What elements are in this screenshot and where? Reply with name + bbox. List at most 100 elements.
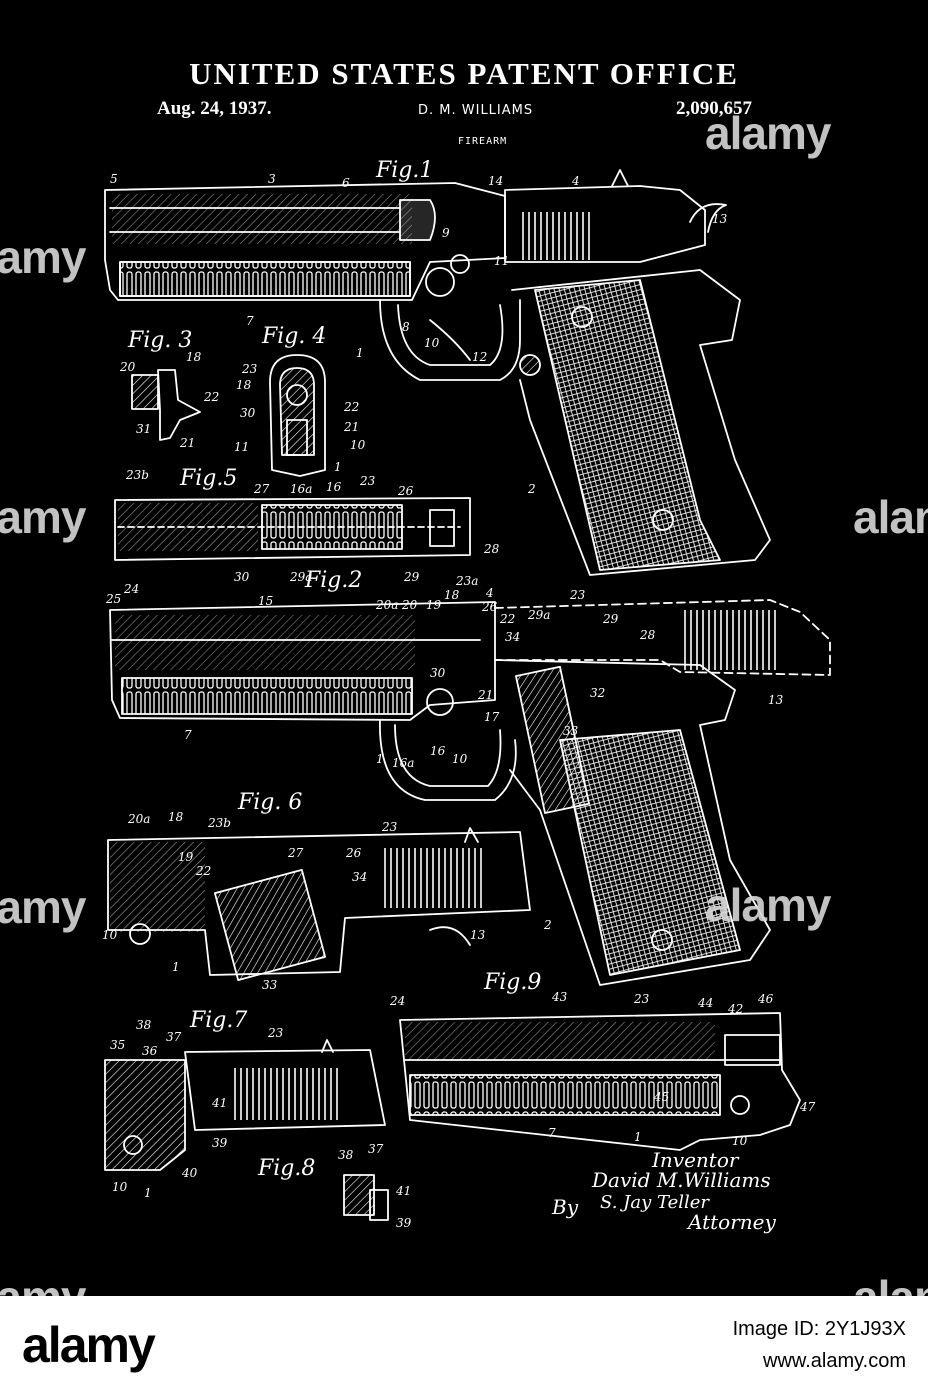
reference-numeral: 18 [168,810,183,824]
reference-numeral: 41 [396,1184,411,1198]
reference-numeral: 22 [344,400,359,414]
reference-numeral: 46 [758,992,773,1006]
reference-numeral: 20 [402,598,417,612]
reference-numeral: 1 [376,752,384,766]
reference-numeral: 21 [478,688,493,702]
reference-numeral: 30 [430,666,445,680]
patent-date: Aug. 24, 1937. [157,98,272,120]
reference-numeral: 26 [398,484,413,498]
reference-numeral: 21 [180,436,195,450]
reference-numeral: 36 [142,1044,157,1058]
site-url: www.alamy.com [763,1350,906,1373]
reference-numeral: 47 [800,1100,815,1114]
watermark: alamy [0,880,85,934]
reference-numeral: 13 [768,693,783,707]
fig6-part [108,828,530,980]
reference-numeral: 3 [268,172,276,186]
reference-numeral: 33 [262,978,277,992]
watermark: alamy [705,106,830,160]
watermark: alamy [0,490,85,544]
fig2-label: Fig.2 [305,568,362,593]
attorney-caption: Attorney [688,1210,776,1234]
reference-numeral: 21 [344,420,359,434]
reference-numeral: 34 [352,870,367,884]
reference-numeral: 20a [376,598,398,612]
reference-numeral: 29a [528,608,550,622]
reference-numeral: 29a [290,570,312,584]
watermark: alamy [853,1270,928,1296]
reference-numeral: 23 [570,588,585,602]
watermark: alamy [853,490,928,544]
reference-numeral: 4 [486,586,494,600]
reference-numeral: 17 [484,710,499,724]
reference-numeral: 22 [500,612,515,626]
reference-numeral: 45 [654,1090,669,1104]
inventor-signature: David M.Williams [592,1168,771,1192]
reference-numeral: 13 [470,928,485,942]
fig8-part [344,1175,388,1220]
reference-numeral: 11 [494,254,509,268]
reference-numeral: 23b [126,468,149,482]
reference-numeral: 30 [240,406,255,420]
reference-numeral: 32 [590,686,605,700]
reference-numeral: 34 [505,630,520,644]
reference-numeral: 1 [634,1130,642,1144]
reference-numeral: 20a [128,812,150,826]
patent-drawing [0,0,928,1296]
reference-numeral: 9 [442,226,450,240]
reference-numeral: 6 [342,176,350,190]
reference-numeral: 18 [444,588,459,602]
watermark: alamy [705,878,830,932]
reference-numeral: 1 [144,1186,152,1200]
reference-numeral: 7 [548,1126,556,1140]
stock-footer: alamy Image ID: 2Y1J93X www.alamy.com [0,1296,928,1390]
reference-numeral: 2 [528,482,536,496]
reference-numeral: 22 [204,390,219,404]
reference-numeral: 18 [236,378,251,392]
alamy-logo: alamy [22,1316,154,1374]
reference-numeral: 31 [136,422,151,436]
reference-numeral: 16 [430,744,445,758]
reference-numeral: 15 [258,594,273,608]
reference-numeral: 30 [234,570,249,584]
reference-numeral: 40 [182,1166,197,1180]
reference-numeral: 29 [603,612,618,626]
reference-numeral: 7 [246,314,254,328]
reference-numeral: 19 [426,598,441,612]
reference-numeral: 13 [712,212,727,226]
reference-numeral: 1 [334,460,342,474]
reference-numeral: 42 [728,1002,743,1016]
reference-numeral: 38 [338,1148,353,1162]
reference-numeral: 24 [390,994,405,1008]
reference-numeral: 10 [350,438,365,452]
fig7-label: Fig.7 [190,1008,247,1033]
reference-numeral: 23a [456,574,478,588]
reference-numeral: 2 [544,918,552,932]
fig9-part [400,1013,800,1150]
fig8-label: Fig.8 [258,1156,315,1181]
reference-numeral: 22 [196,864,211,878]
reference-numeral: 33 [563,724,578,738]
reference-numeral: 12 [472,350,487,364]
reference-numeral: 11 [234,440,249,454]
reference-numeral: 18 [186,350,201,364]
reference-numeral: 39 [396,1216,411,1230]
watermark: alamy [0,230,85,284]
fig4-label: Fig. 4 [262,324,326,349]
fig9-label: Fig.9 [484,970,541,995]
reference-numeral: 10 [112,1180,127,1194]
reference-numeral: 16 [326,480,341,494]
reference-numeral: 27 [288,846,303,860]
reference-numeral: 23 [360,474,375,488]
patent-office-title: UNITED STATES PATENT OFFICE [0,56,928,92]
reference-numeral: 28 [484,542,499,556]
reference-numeral: 8 [402,320,410,334]
fig6-label: Fig. 6 [238,790,302,815]
reference-numeral: 10 [424,336,439,350]
reference-numeral: 43 [552,990,567,1004]
reference-numeral: 28 [640,628,655,642]
reference-numeral: 44 [698,996,713,1010]
reference-numeral: 27 [254,482,269,496]
reference-numeral: 1 [356,346,364,360]
image-id: Image ID: 2Y1J93X [733,1318,906,1341]
